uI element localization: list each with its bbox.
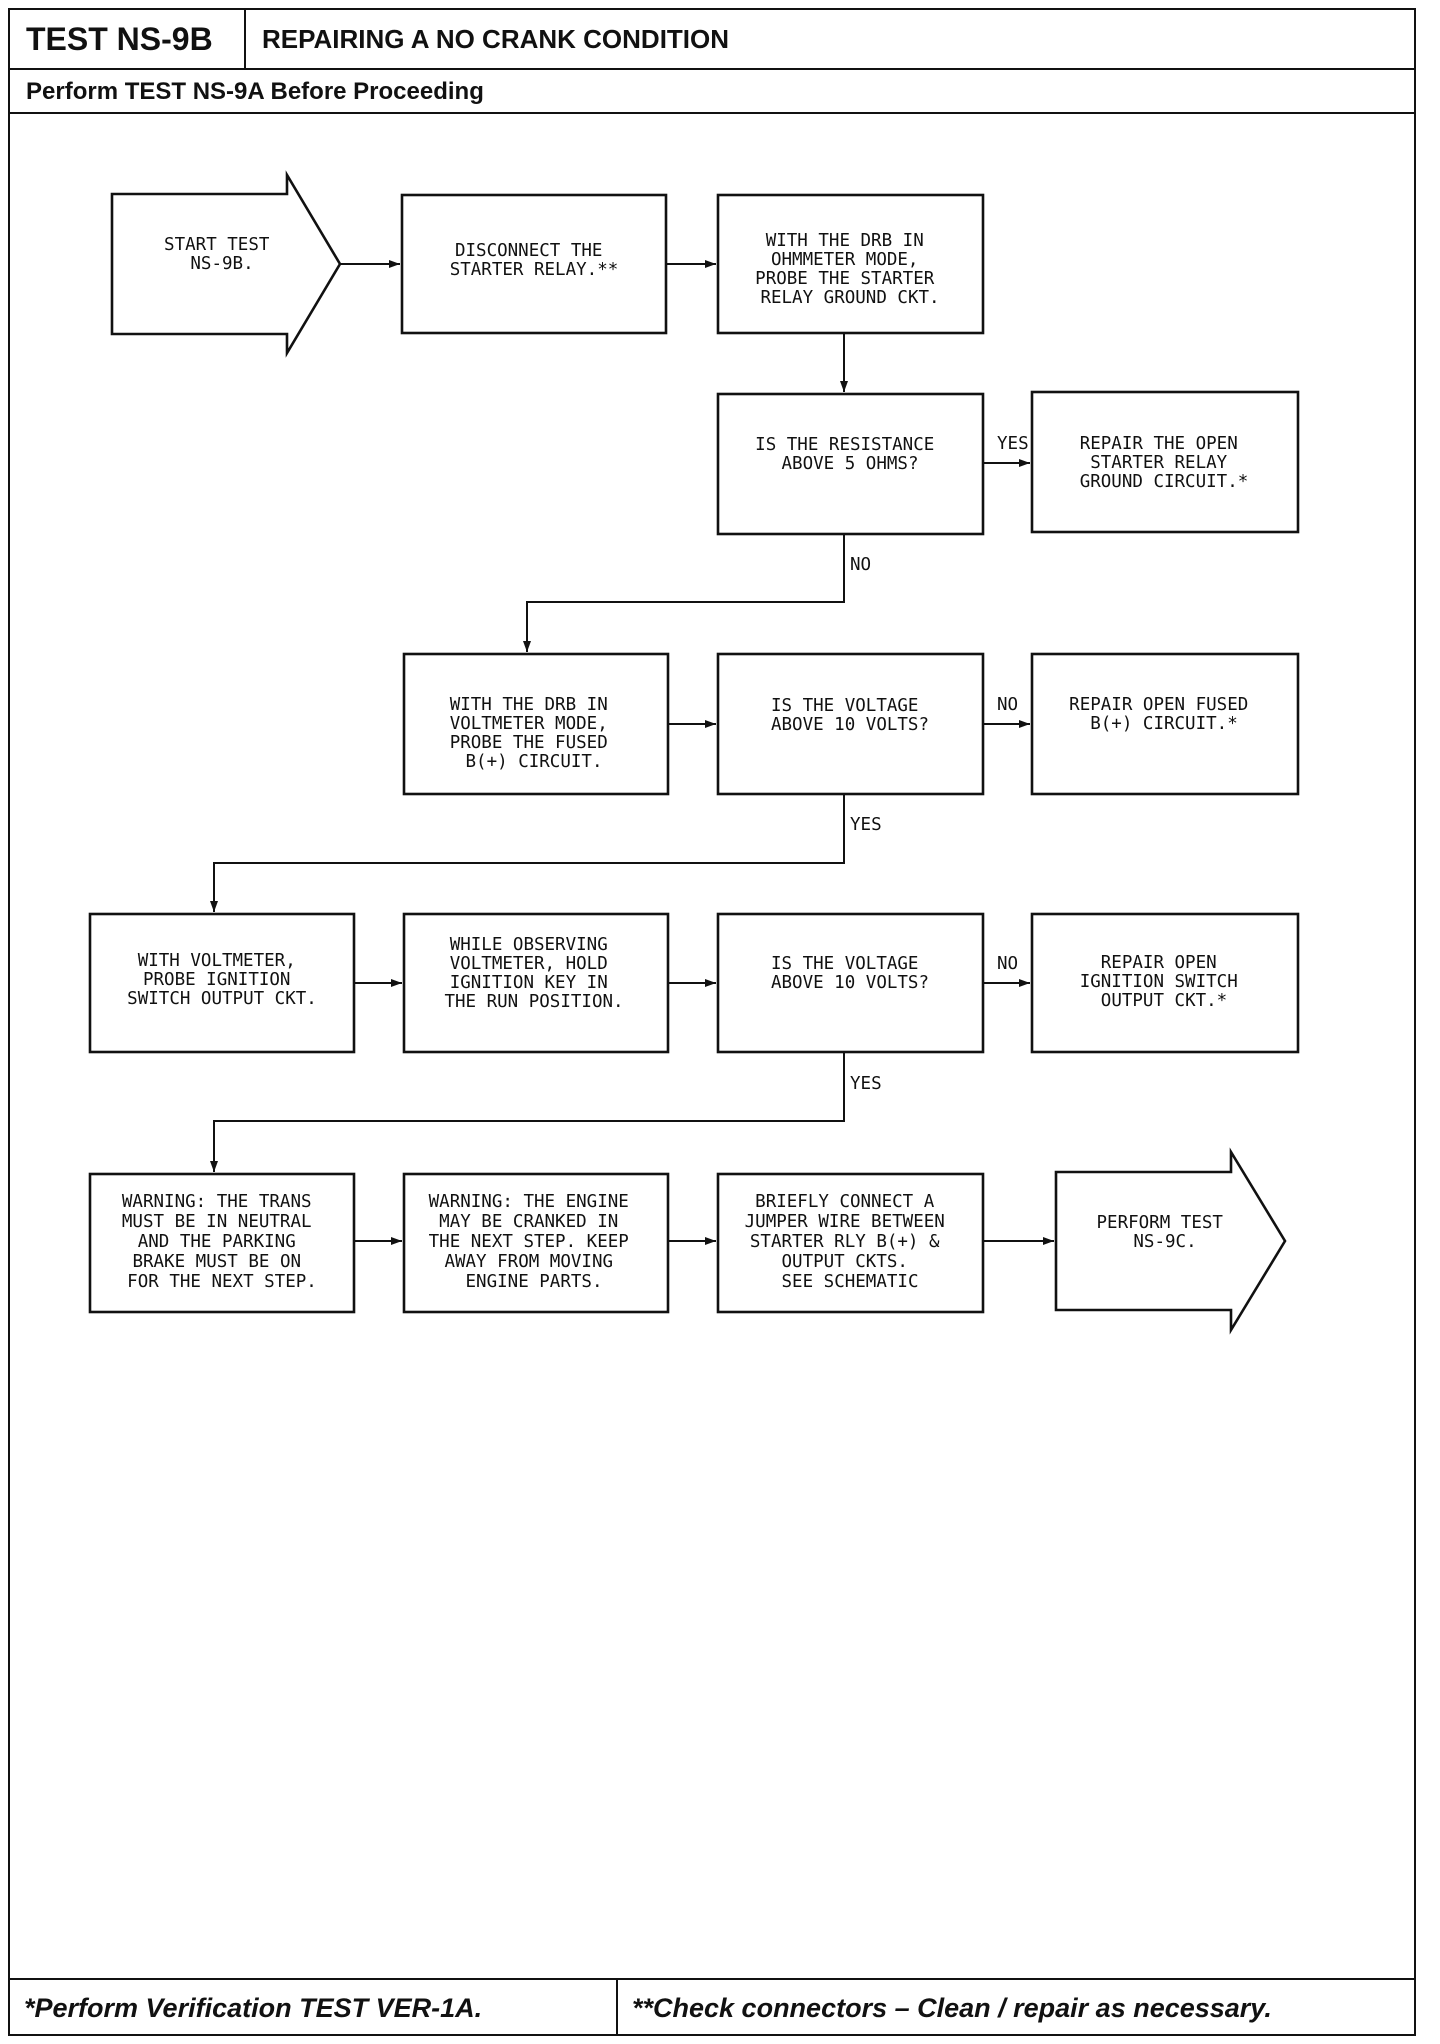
svg-text:WARNING: THE TRANS MUST: WARNING: THE TRANS MUST BE IN NEUTRAL AN… bbox=[122, 1192, 322, 1292]
warning-engine-box: WARNING: THE ENGINE MAY BE CRANKED IN TH… bbox=[402, 1172, 670, 1314]
svg-text:WHILE OBSERVING VOLTMETE: WHILE OBSERVING VOLTMETER, HOLD IGNITION… bbox=[444, 935, 623, 1012]
branch-label-yes: YES bbox=[850, 815, 882, 835]
question-resistance-box: IS THE RESISTANCE ABOVE 5 OHMS? bbox=[716, 392, 985, 536]
svg-text:BRIEFLY CONNECT A JUMPER: BRIEFLY CONNECT A JUMPER WIRE BETWEEN ST… bbox=[745, 1192, 956, 1292]
disconnect-relay-box: DISCONNECT THE STARTER RELAY.** bbox=[400, 193, 668, 335]
flow-line bbox=[210, 794, 845, 912]
probe-ignition-box: WITH VOLTMETER, PROBE IGNITION SWITCH OU… bbox=[88, 912, 356, 1054]
question-voltage-1-box: IS THE VOLTAGE ABOVE 10 VOLTS? bbox=[716, 652, 985, 796]
footer-note-connectors: **Check connectors – Clean / repair as n… bbox=[632, 1993, 1272, 2023]
repair-ignition-box: REPAIR OPEN IGNITION SWITCH OUTPUT CKT.* bbox=[1030, 912, 1300, 1054]
footer: *Perform Verification TEST VER-1A. **Che… bbox=[10, 1978, 1414, 2036]
svg-text:WITH THE DRB IN OHMMETER: WITH THE DRB IN OHMMETER MODE, PROBE THE… bbox=[755, 231, 945, 308]
svg-text:WITH VOLTMETER, PROBE IG: WITH VOLTMETER, PROBE IGNITION SWITCH OU… bbox=[127, 951, 317, 1009]
test-id: TEST NS-9B bbox=[10, 10, 246, 68]
svg-text:IS THE VOLTAGE ABOVE 10: IS THE VOLTAGE ABOVE 10 VOLTS? bbox=[771, 954, 929, 993]
prerequisite-note: Perform TEST NS-9A Before Proceeding bbox=[10, 70, 1414, 114]
footer-note-verification: *Perform Verification TEST VER-1A. bbox=[10, 1980, 618, 2036]
warning-trans-box: WARNING: THE TRANS MUST BE IN NEUTRAL AN… bbox=[88, 1172, 356, 1314]
test-title: REPAIRING A NO CRANK CONDITION bbox=[262, 24, 730, 54]
svg-text:IS THE VOLTAGE ABOVE 10: IS THE VOLTAGE ABOVE 10 VOLTS? bbox=[771, 696, 929, 735]
test-page-frame: TEST NS-9B REPAIRING A NO CRANK CONDITIO… bbox=[8, 8, 1416, 2036]
hold-key-box: WHILE OBSERVING VOLTMETER, HOLD IGNITION… bbox=[402, 912, 670, 1054]
branch-label-no: NO bbox=[850, 555, 871, 575]
flow-connectors bbox=[210, 260, 1054, 1245]
flow-line bbox=[523, 534, 845, 652]
repair-ground-box: REPAIR THE OPEN STARTER RELAY GROUND CIR… bbox=[1030, 390, 1300, 534]
question-voltage-2-box: IS THE VOLTAGE ABOVE 10 VOLTS? bbox=[716, 912, 985, 1054]
start-test-text: START TEST NS-9B. bbox=[164, 235, 280, 274]
svg-text:DISCONNECT THE STARTER R: DISCONNECT THE STARTER RELAY.** bbox=[450, 241, 619, 280]
jumper-wire-box: BRIEFLY CONNECT A JUMPER WIRE BETWEEN ST… bbox=[716, 1172, 985, 1314]
svg-text:REPAIR OPEN IGNITION SWI: REPAIR OPEN IGNITION SWITCH OUTPUT CKT.* bbox=[1080, 953, 1249, 1011]
branch-label-no: NO bbox=[997, 954, 1018, 974]
branch-label-yes: YES bbox=[850, 1074, 882, 1094]
header-row: TEST NS-9B REPAIRING A NO CRANK CONDITIO… bbox=[10, 10, 1414, 70]
svg-text:REPAIR THE OPEN STARTER: REPAIR THE OPEN STARTER RELAY GROUND CIR… bbox=[1080, 434, 1249, 492]
svg-text:REPAIR OPEN FUSED B(+) C: REPAIR OPEN FUSED B(+) CIRCUIT.* bbox=[1069, 695, 1259, 734]
branch-label-no: NO bbox=[997, 695, 1018, 715]
probe-ground-box: WITH THE DRB IN OHMMETER MODE, PROBE THE… bbox=[716, 193, 985, 335]
perform-next-test-text: PERFORM TEST NS-9C. bbox=[1097, 1213, 1234, 1252]
flow-line bbox=[210, 1052, 845, 1172]
svg-text:WARNING: THE ENGINE MAY: WARNING: THE ENGINE MAY BE CRANKED IN TH… bbox=[429, 1192, 640, 1292]
repair-fused-box: REPAIR OPEN FUSED B(+) CIRCUIT.* bbox=[1030, 652, 1300, 796]
start-test-arrow: START TEST NS-9B. bbox=[110, 170, 342, 358]
svg-text:IS THE RESISTANCE ABOVE: IS THE RESISTANCE ABOVE 5 OHMS? bbox=[755, 435, 945, 474]
branch-label-yes: YES bbox=[997, 434, 1029, 454]
svg-text:WITH THE DRB IN VOLTMETE: WITH THE DRB IN VOLTMETER MODE, PROBE TH… bbox=[450, 695, 619, 772]
probe-fused-box: WITH THE DRB IN VOLTMETER MODE, PROBE TH… bbox=[402, 652, 670, 796]
perform-next-test-arrow: PERFORM TEST NS-9C. bbox=[1054, 1147, 1287, 1335]
branch-labels: YES NO NO YES NO YES bbox=[850, 434, 1029, 1094]
